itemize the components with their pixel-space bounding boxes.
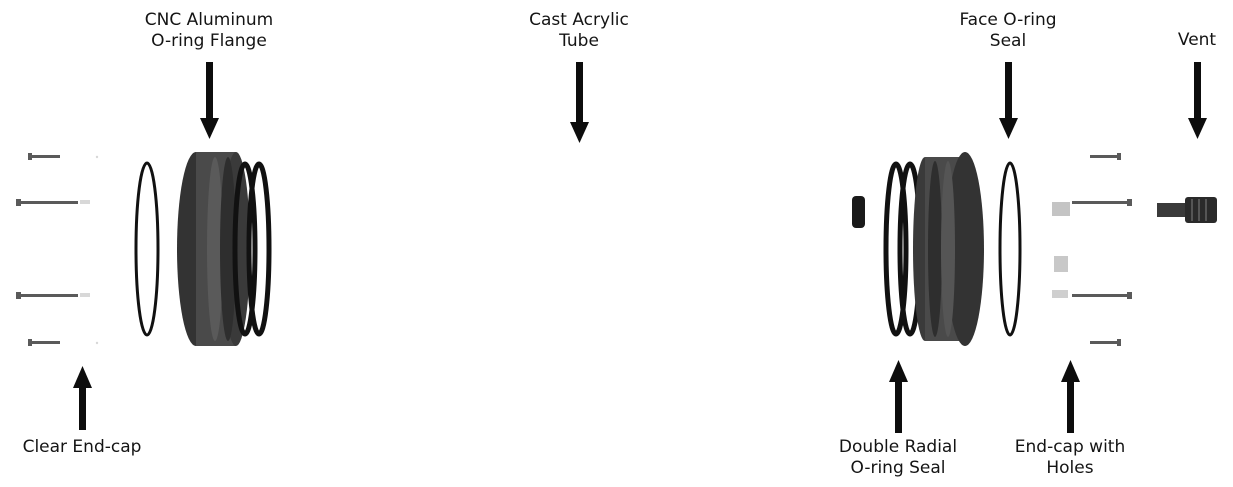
- vent-label: Vent: [1178, 30, 1216, 51]
- clear-endcap: [80, 155, 99, 345]
- endcap-with-holes: [1052, 202, 1070, 298]
- face-seal-label-line2: Seal: [989, 31, 1027, 51]
- flange-arrow: [200, 62, 219, 139]
- tube-label-line2: Tube: [559, 31, 599, 51]
- endcap-holes-arrow: [1061, 360, 1080, 433]
- small-plug: [852, 196, 865, 228]
- flange-label-line1: CNC Aluminum: [144, 10, 274, 30]
- radial-seal-arrow: [889, 360, 908, 433]
- clear-endcap-arrow: [73, 366, 92, 430]
- clear-endcap-label: Clear End-cap: [23, 437, 142, 458]
- right-flange: [913, 152, 984, 346]
- left-face-oring: [134, 161, 160, 337]
- vent-arrow: [1188, 62, 1207, 139]
- right-endcap-screws: [1072, 153, 1132, 346]
- tube-arrow: [570, 62, 589, 143]
- radial-seal-label: Double Radial O-ring Seal: [839, 437, 957, 479]
- endcap-holes-label-line1: End-cap with: [1014, 437, 1126, 457]
- vent-label-line1: Vent: [1177, 30, 1217, 50]
- right-face-oring: [998, 161, 1022, 337]
- radial-seal-label-line1: Double Radial: [838, 437, 958, 457]
- endcap-holes-label: End-cap with Holes: [1015, 437, 1125, 479]
- left-radial-orings: [232, 161, 272, 337]
- face-seal-label-line1: Face O-ring: [959, 10, 1057, 30]
- left-endcap-screws: [16, 153, 78, 346]
- clear-endcap-label-line1: Clear End-cap: [22, 437, 142, 457]
- radial-seal-label-line2: O-ring Seal: [850, 458, 946, 478]
- flange-label: CNC Aluminum O-ring Flange: [145, 10, 273, 52]
- tube-label-line1: Cast Acrylic: [529, 10, 629, 30]
- endcap-holes-label-line2: Holes: [1046, 458, 1094, 478]
- tube-label: Cast Acrylic Tube: [529, 10, 629, 52]
- face-seal-label: Face O-ring Seal: [959, 10, 1056, 52]
- face-seal-arrow: [999, 62, 1018, 139]
- vent-part: [1157, 197, 1217, 223]
- flange-label-line2: O-ring Flange: [151, 31, 267, 51]
